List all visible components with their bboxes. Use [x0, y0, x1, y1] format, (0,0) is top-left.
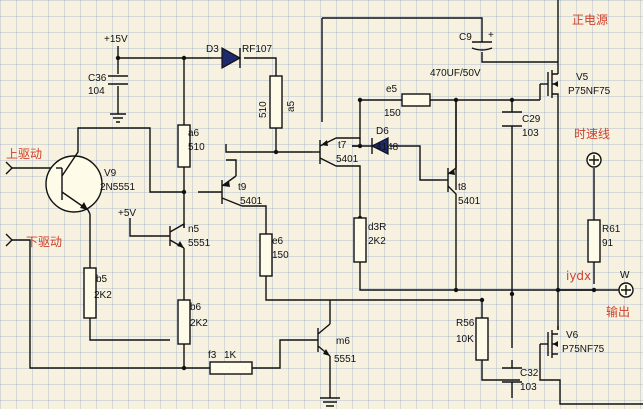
transistor-v9	[45, 146, 103, 215]
label-v6: V6	[566, 330, 579, 341]
label-e5: e5	[386, 84, 398, 95]
label-plus5v: +5V	[118, 208, 136, 219]
label-c9-value: 470UF/50V	[430, 68, 481, 79]
label-v5-value: P75NF75	[568, 86, 611, 97]
capacitor-c29	[502, 111, 522, 127]
label-d3r-value: 2K2	[368, 236, 386, 247]
capacitor-c36	[108, 75, 128, 85]
label-a6-value: 510	[188, 142, 205, 153]
input-arrow-upper	[5, 161, 13, 175]
label-v5: V5	[576, 72, 589, 83]
label-e5-value: 150	[384, 108, 401, 119]
label-r56: R56	[456, 318, 475, 329]
output-terminal-w	[618, 282, 634, 298]
label-lower-drive: 下驱动	[26, 235, 62, 249]
label-r510-vertical: 510	[258, 101, 269, 118]
transistor-t9	[221, 175, 243, 207]
resistor-d3r	[353, 217, 367, 263]
label-n5: n5	[188, 224, 200, 235]
label-b6-value: 2K2	[190, 318, 208, 329]
label-c9-polarity: +	[488, 30, 494, 41]
label-c36: C36	[88, 73, 107, 84]
label-c32-value: 103	[520, 382, 537, 393]
label-v9: V9	[104, 168, 117, 179]
label-c32: C32	[520, 368, 539, 379]
label-t9-value: 5401	[240, 196, 263, 207]
label-c9: C9	[459, 32, 472, 43]
resistor-a5	[269, 75, 283, 129]
label-a6: a6	[188, 128, 200, 139]
transistor-t7	[312, 137, 337, 167]
label-output: 输出	[606, 304, 630, 319]
mosfet-v6	[547, 330, 558, 358]
label-positive-supply: 正电源	[572, 13, 608, 27]
capacitor-c9	[471, 41, 493, 51]
label-speed-line: 时速线	[574, 127, 610, 141]
label-t7-value: 5401	[336, 154, 359, 165]
label-r56-value: 10K	[456, 334, 474, 345]
label-d6: D6	[376, 126, 389, 137]
input-arrow-lower	[5, 233, 13, 247]
resistor-e5	[401, 93, 431, 107]
label-v6-value: P75NF75	[562, 344, 605, 355]
label-w: W	[620, 270, 630, 281]
label-b6: b6	[190, 302, 202, 313]
resistor-b6	[177, 299, 191, 345]
label-e6-value: 150	[272, 250, 289, 261]
label-a5: a5	[286, 100, 297, 112]
label-m6-value: 5551	[334, 354, 357, 365]
transistor-m6	[317, 323, 331, 357]
label-r61-value: 91	[602, 238, 614, 249]
resistor-b5	[83, 267, 97, 319]
label-b5-value: 2K2	[94, 290, 112, 301]
wires	[12, 0, 643, 407]
transistor-t8	[440, 100, 457, 208]
label-d3: D3	[206, 44, 219, 55]
label-e6: e6	[272, 236, 284, 247]
transistor-n5	[169, 222, 185, 249]
mosfet-v5	[547, 70, 559, 108]
label-v9-value: 2N5551	[100, 182, 135, 193]
resistor-e6	[259, 233, 273, 277]
label-n5-value: 5551	[188, 238, 211, 249]
resistor-r61	[587, 219, 601, 263]
label-r61: R61	[602, 224, 621, 235]
label-upper-drive: 上驱动	[6, 147, 42, 161]
label-plus15v: +15V	[104, 34, 128, 45]
label-f3-value: 1K	[224, 350, 237, 361]
label-t9: t9	[238, 182, 247, 193]
label-t8: t8	[458, 182, 467, 193]
label-d3r: d3R	[368, 222, 386, 233]
speed-line-terminal	[586, 152, 602, 168]
label-c29: C29	[522, 114, 541, 125]
diode-d3	[212, 46, 242, 70]
label-c29-value: 103	[522, 128, 539, 139]
label-iydx: iydx	[566, 269, 591, 283]
resistor-f3	[209, 361, 253, 375]
label-d6-value: 4148	[376, 142, 399, 153]
label-m6: m6	[336, 336, 350, 347]
label-rf107: RF107	[242, 44, 272, 55]
resistor-a6	[177, 124, 191, 168]
label-b5: b5	[96, 274, 108, 285]
diode-d6	[352, 137, 389, 155]
label-c36-value: 104	[88, 86, 105, 97]
resistor-r56	[475, 317, 489, 361]
label-t7: t7	[338, 140, 347, 151]
label-t8-value: 5401	[458, 196, 481, 207]
label-f3: f3	[208, 350, 217, 361]
capacitor-c32	[502, 367, 522, 383]
